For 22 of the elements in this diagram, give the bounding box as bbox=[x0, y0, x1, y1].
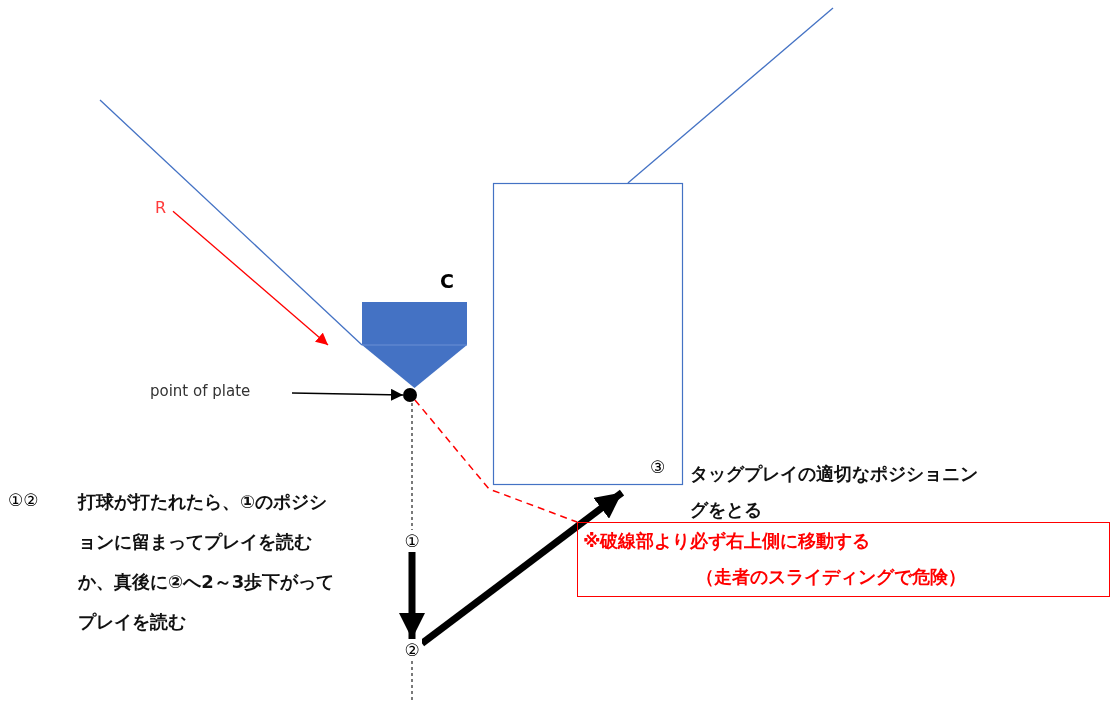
line bbox=[414, 399, 578, 523]
line bbox=[627, 7, 834, 184]
instruction-text: 打球が打たれたら、①のポジションに留まってプレイを読むか、真後に②へ2～3歩下がってプレイを読む bbox=[78, 490, 336, 634]
position-number: ② bbox=[402, 639, 422, 661]
instruction-text: タッグプレイの適切なポジショニングをとる bbox=[690, 462, 979, 522]
catcher-label: C bbox=[440, 270, 454, 292]
box-outline bbox=[493, 183, 683, 485]
dot bbox=[403, 388, 417, 402]
arrow bbox=[172, 210, 329, 346]
arrow bbox=[399, 552, 425, 639]
runner-label: R bbox=[155, 198, 173, 220]
position-numbers: ①② bbox=[8, 489, 39, 511]
warning-box bbox=[577, 522, 1110, 597]
position-number: ③ bbox=[650, 457, 666, 477]
position-number: ① bbox=[402, 530, 422, 552]
arrow bbox=[419, 489, 625, 647]
arrow bbox=[291, 388, 404, 401]
warning-text: （走者のスライディングで危険） bbox=[696, 565, 966, 589]
home-plate-shape bbox=[362, 302, 467, 388]
point-label: point of plate bbox=[150, 382, 292, 404]
line bbox=[99, 99, 363, 346]
warning-text: ※破線部より必ず右上側に移動する bbox=[583, 529, 871, 553]
